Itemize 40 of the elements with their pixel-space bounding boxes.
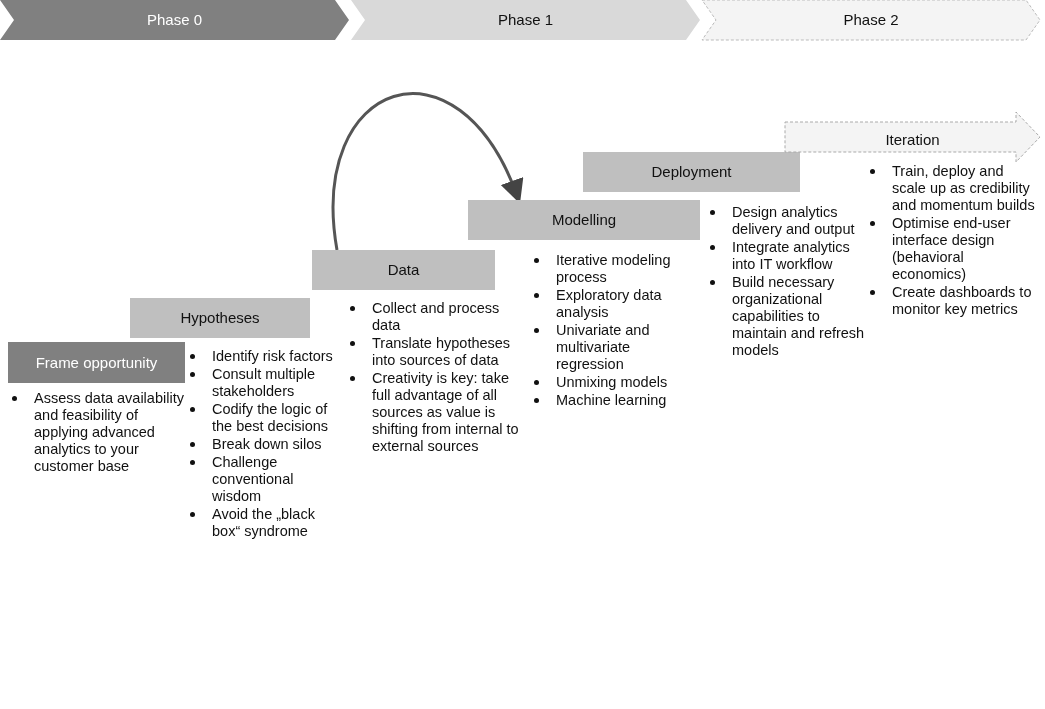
bullet-text: Avoid the „black box“ syndrome [212,506,315,539]
bullet-text: Collect and process data [372,300,500,333]
phase-band [351,0,700,40]
step-box [130,298,310,338]
step-box [8,342,185,383]
step-arrow [785,112,1040,162]
bullet-text: Challenge conventional wisdom [212,454,294,504]
bullet-text: Create dashboards to monitor key metrics [892,284,1032,317]
bullet-text: Optimise end-user interface design (behavioral economics) [892,215,1011,282]
bullet-text: Univariate and multivariate regression [556,322,650,372]
curved-arrow [331,92,522,251]
bullet-text: Machine learning [556,392,667,408]
step-label: Frame opportunity [34,354,159,371]
step-box [583,152,800,192]
bullet-text: Train, deploy and scale up as credibility and momentum builds [892,163,1035,213]
step-label: Iteration [884,131,941,148]
bullet-text: Build necessary organizational capabilities to maintain and refresh models [732,274,865,358]
bullet-text: Unmixing models [556,374,668,390]
bullet-text: Design analytics delivery and output [732,204,855,237]
bullet-text: Translate hypotheses into sources of data [372,335,511,368]
bullet-text: Integrate analytics into IT workflow [732,239,850,272]
step-box [468,200,700,240]
bullet-text: Assess data availability and feasibility of applying advanced analytics to your customer base [34,390,184,474]
phase-label: Phase 0 [145,12,203,28]
bullet-text: Creativity is key: take full advantage of all sources as value is shifting from internal to external sources [372,370,519,454]
phase-band [702,0,1040,40]
bullet-text: Codify the logic of the best decisions [212,401,329,434]
bullet-text: Exploratory data analysis [556,287,662,320]
phase-label: Phase 2 [842,12,900,28]
step-label: Modelling [550,212,618,228]
step-label: Deployment [650,164,733,180]
phase-label: Phase 1 [496,12,554,28]
bullet-text: Iterative modeling process [556,252,671,285]
step-box [312,250,495,290]
bullet-text: Break down silos [212,436,322,452]
phase-band [0,0,349,40]
bullet-text: Identify risk factors [212,348,333,364]
step-label: Data [386,262,421,278]
step-label: Hypotheses [179,310,261,326]
bullet-text: Consult multiple stakeholders [212,366,316,399]
